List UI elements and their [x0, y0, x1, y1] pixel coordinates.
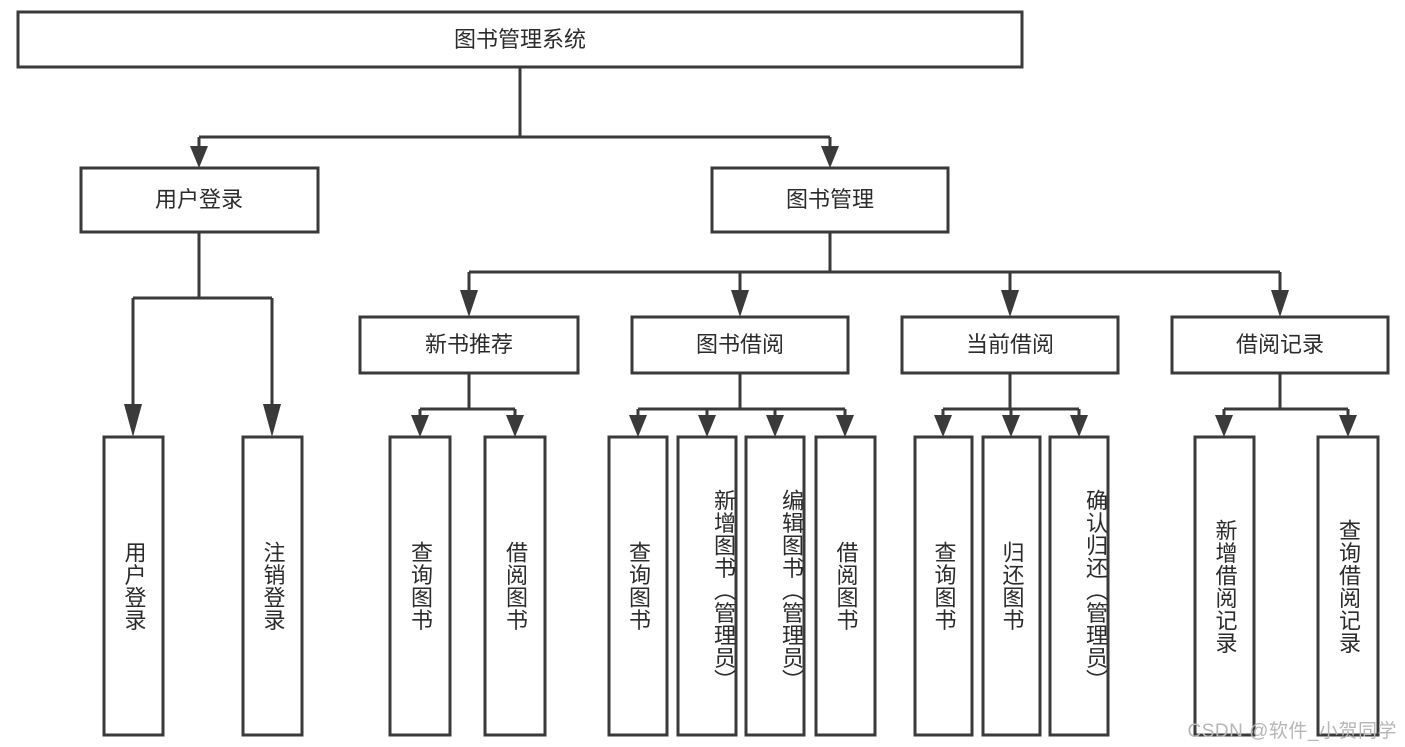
node-current-borrow-label: 当前借阅	[966, 332, 1054, 357]
node-current-borrow-rect[interactable]	[900, 315, 1120, 375]
node-book-borrow[interactable]: 图书借阅	[630, 315, 850, 375]
arrow-head-leaf-bb-3	[766, 415, 784, 437]
arrow-head-userlogin	[190, 146, 208, 168]
node-borrow-record-label: 借阅记录	[1236, 332, 1324, 357]
node-book-management-rect[interactable]	[710, 166, 950, 234]
leaf-rect-cb-confirm-return[interactable]	[1048, 435, 1110, 737]
node-root-label: 图书管理系统	[454, 27, 586, 52]
node-root[interactable]: 图书管理系统	[16, 10, 1024, 69]
node-user-login[interactable]: 用户登录	[79, 166, 320, 234]
arrow-head-leaf-bb-2	[698, 415, 716, 437]
arrow-head-newbook	[460, 290, 478, 317]
node-user-login-rect[interactable]	[79, 166, 320, 234]
leaf-rect-nb-query-book[interactable]	[388, 435, 452, 737]
arrow-head-leaf-cb-1	[934, 415, 952, 437]
arrow-head-leaf-user-login	[124, 404, 142, 437]
leaf-rect-cb-query-book[interactable]	[913, 435, 974, 737]
leaf-rect-bb-borrow-book[interactable]	[814, 435, 877, 737]
node-book-management-label: 图书管理	[786, 187, 874, 212]
leaf-boxes-root	[102, 435, 1380, 737]
leaf-rect-bb-edit-book[interactable]	[744, 435, 806, 737]
connectors-root	[124, 67, 1357, 437]
leaf-rect-logout[interactable]	[241, 435, 304, 737]
leaf-rect-cb-return-book[interactable]	[981, 435, 1042, 737]
arrow-head-currentborrow	[1001, 290, 1019, 317]
node-borrow-record[interactable]: 借阅记录	[1170, 315, 1390, 375]
node-user-login-label: 用户登录	[155, 187, 243, 212]
leaf-rect-nb-borrow-book[interactable]	[483, 435, 547, 737]
arrow-head-borrowrecord	[1271, 290, 1289, 317]
node-book-borrow-rect[interactable]	[630, 315, 850, 375]
arrow-head-leaf-br-1	[1215, 415, 1233, 437]
node-root-rect[interactable]	[16, 10, 1024, 69]
arrow-head-leaf-bb-1	[629, 415, 647, 437]
leaf-rect-bb-add-book[interactable]	[676, 435, 738, 737]
arrow-head-leaf-nb-1	[411, 415, 429, 437]
node-new-book-recommend-rect[interactable]	[358, 315, 580, 375]
csdn-watermark: CSDN @软件_小贺同学	[1187, 721, 1397, 742]
node-new-book-recommend[interactable]: 新书推荐	[358, 315, 580, 375]
node-borrow-record-rect[interactable]	[1170, 315, 1390, 375]
arrow-head-leaf-cb-3	[1070, 415, 1088, 437]
node-new-book-recommend-label: 新书推荐	[425, 332, 513, 357]
arrow-head-leaf-cb-2	[1002, 415, 1020, 437]
leaf-rect-br-query-record[interactable]	[1316, 435, 1380, 737]
leaf-rect-br-add-record[interactable]	[1193, 435, 1256, 737]
node-book-management[interactable]: 图书管理	[710, 166, 950, 234]
arrow-head-borrowbook	[731, 290, 749, 317]
arrow-head-bookmgmt	[821, 146, 839, 168]
arrow-head-leaf-bb-4	[836, 415, 854, 437]
node-current-borrow[interactable]: 当前借阅	[900, 315, 1120, 375]
leaf-rect-user-login[interactable]	[102, 435, 165, 737]
arrow-head-leaf-logout	[263, 404, 281, 437]
leaf-rect-bb-query-book[interactable]	[607, 435, 669, 737]
arrow-head-leaf-nb-2	[506, 415, 524, 437]
node-book-borrow-label: 图书借阅	[696, 332, 784, 357]
arrow-head-leaf-br-2	[1339, 415, 1357, 437]
